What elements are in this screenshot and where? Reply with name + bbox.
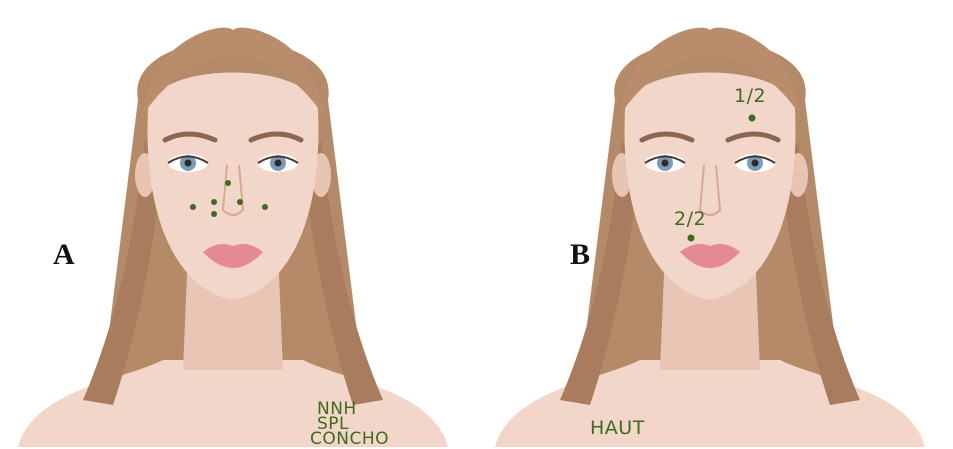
marker-dot [211, 211, 217, 217]
panel-letter: B [570, 238, 590, 272]
pupil-left [185, 160, 192, 167]
marker-dot [190, 204, 196, 210]
pupil-left [662, 160, 669, 167]
marker-dot [749, 115, 756, 122]
marker-dot [262, 204, 268, 210]
marker-dot [225, 180, 231, 186]
pupil-right [752, 160, 759, 167]
label-2-2: 2/2 [674, 211, 706, 228]
pupil-right [275, 160, 282, 167]
shoulders [495, 360, 925, 447]
label-haut: HAUT [590, 420, 645, 437]
marker-dot [237, 199, 243, 205]
marker-dot [211, 199, 217, 205]
face-illustration-b [477, 0, 953, 447]
label-1-2: 1/2 [734, 88, 766, 105]
panel-a: A NNH SPL CONCHO [0, 0, 476, 447]
panel-letter: A [53, 238, 75, 272]
label-concho: CONCHO [310, 431, 389, 448]
face-illustration-a [0, 0, 476, 447]
panel-b: B 1/2 2/2 HAUT [477, 0, 953, 447]
marker-dot [688, 235, 695, 242]
